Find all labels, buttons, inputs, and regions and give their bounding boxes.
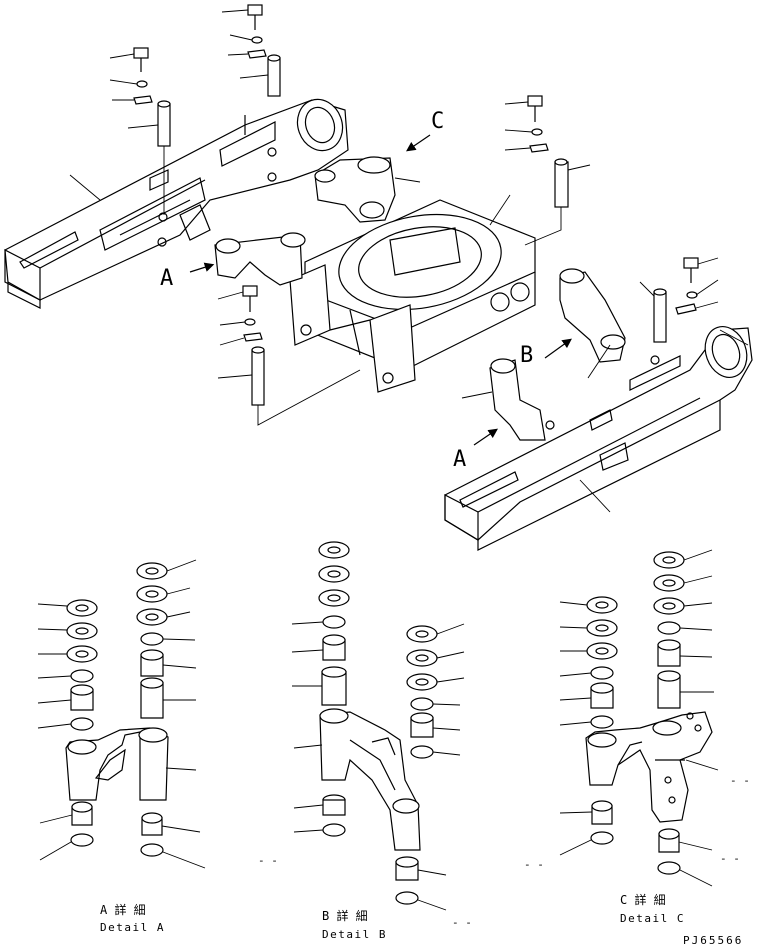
view-arrows	[189, 134, 572, 446]
bolt-stack-center-left	[242, 285, 361, 426]
detail-a-caption-jp: A 詳 細	[100, 902, 146, 917]
bracket-a-left	[214, 232, 306, 286]
detail-b	[291, 541, 465, 911]
detail-c	[559, 549, 719, 887]
dash-mark: - -	[720, 852, 740, 865]
left-track-frame	[4, 98, 349, 309]
right-track-frame	[444, 326, 753, 551]
detail-a-caption-en: Detail A	[100, 921, 165, 934]
detail-c-caption-jp: C 詳 細	[620, 892, 666, 907]
bolt-stack-right	[653, 257, 699, 343]
bracket-a-right	[489, 358, 546, 441]
detail-b-caption-en: Detail B	[322, 928, 387, 941]
view-label-b: B	[520, 343, 533, 368]
dash-mark: - -	[258, 854, 278, 867]
bracket-c-top	[314, 156, 396, 223]
detail-a	[37, 559, 206, 869]
bolt-stack-right-top	[524, 95, 569, 246]
dash-mark: - -	[524, 858, 544, 871]
dash-mark: - -	[452, 916, 472, 929]
dash-mark: - -	[730, 774, 750, 787]
view-label-c: C	[431, 109, 444, 134]
center-frame	[289, 199, 536, 393]
exploded-leaders	[69, 9, 749, 513]
detail-b-caption-jp: B 詳 細	[322, 908, 368, 923]
view-label-a: A	[160, 266, 173, 291]
view-label-a-right: A	[453, 447, 466, 472]
drawing-code: PJ65566	[683, 934, 743, 947]
detail-c-caption-en: Detail C	[620, 912, 685, 925]
bolt-stack-top	[247, 4, 281, 97]
bracket-b-right	[559, 268, 626, 363]
exploded-assembly: A C B A	[4, 4, 753, 551]
